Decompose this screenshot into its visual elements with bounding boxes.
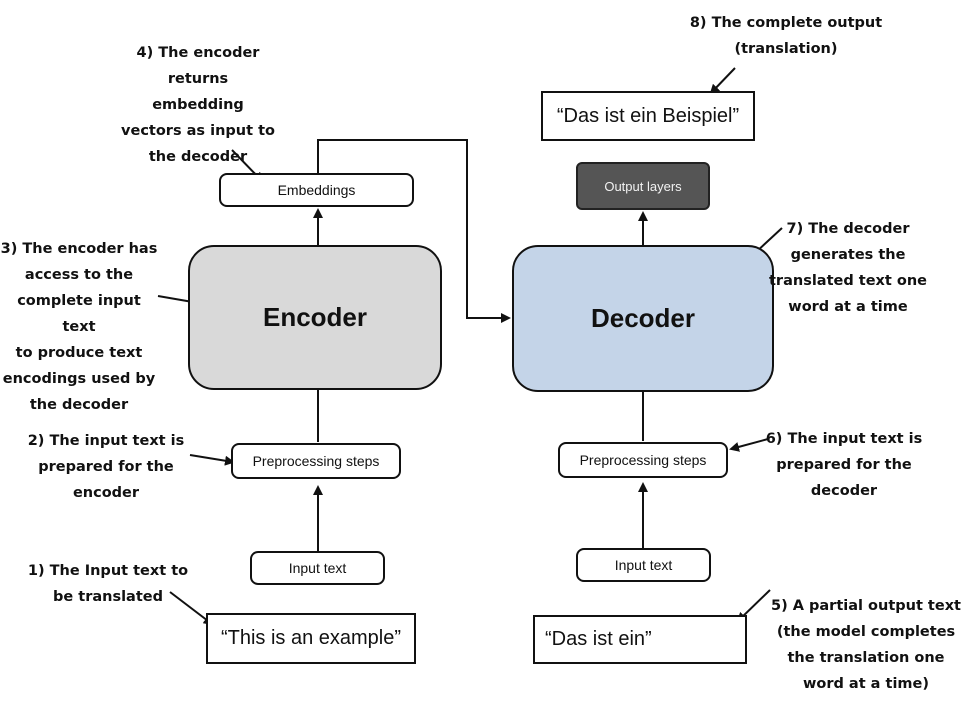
pointer-step1 [169, 591, 214, 626]
input-example-box: “This is an example” [206, 613, 416, 664]
annotation-step7: 7) The decoder generates the translated … [769, 221, 927, 315]
annotation-step2: 2) The input text is prepared for the en… [27, 433, 185, 501]
annotation-step1: 1) The Input text to be translated [27, 563, 189, 605]
embeddings-box: Embeddings [219, 173, 414, 207]
output-layers-box: Output layers [576, 162, 710, 210]
pointer-step6 [729, 438, 769, 452]
pointer-step2 [189, 454, 235, 466]
preprocessing-box-decoder: Preprocessing steps [558, 442, 728, 478]
partial-output-box: “Das ist ein” [533, 615, 747, 664]
final-output-box: “Das ist ein Beispiel” [541, 91, 755, 141]
arrow-embeddings-to-decoder [317, 139, 511, 323]
annotation-step6: 6) The input text is prepared for the de… [765, 431, 923, 499]
decoder-block: Decoder [512, 245, 774, 392]
input-text-box-encoder: Input text [250, 551, 385, 585]
annotation-step4: 4) The encoder returns embedding vectors… [121, 45, 275, 165]
pointer-step8 [709, 67, 736, 95]
annotation-step8: 8) The complete output (translation) [689, 15, 883, 57]
input-text-box-decoder: Input text [576, 548, 711, 582]
preprocessing-box-encoder: Preprocessing steps [231, 443, 401, 479]
annotation-step3: 3) The encoder has access to the complet… [0, 241, 158, 413]
encoder-block: Encoder [188, 245, 442, 390]
annotation-step5: 5) A partial output text (the model comp… [770, 598, 961, 692]
